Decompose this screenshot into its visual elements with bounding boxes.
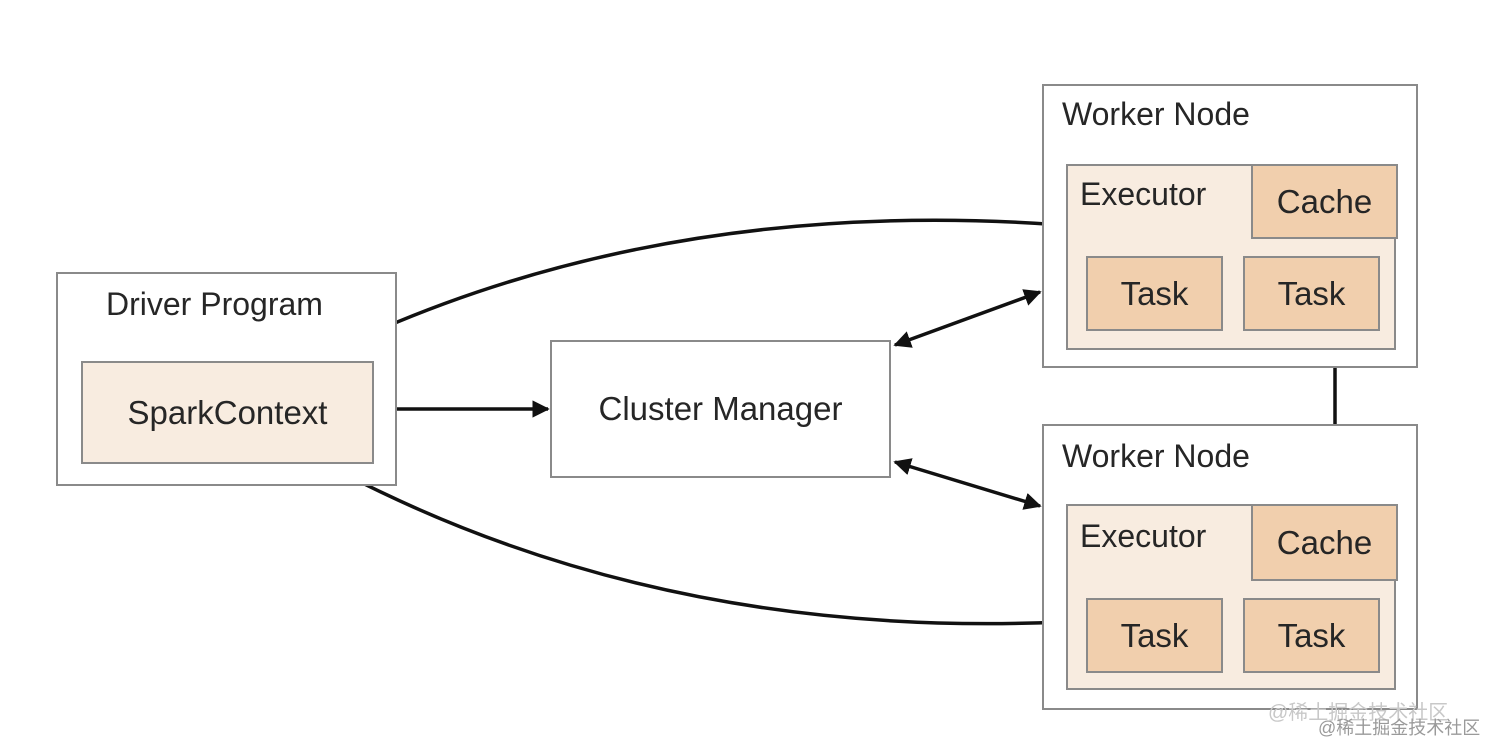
watermark-line-1: @稀土掘金技术社区 xyxy=(1268,702,1449,724)
executor-2-label: Executor xyxy=(1080,518,1207,554)
worker-node-2: Worker Node Executor Cache Task Task xyxy=(1042,424,1418,710)
task-1b-box: Task xyxy=(1243,256,1380,331)
arrow-cluster-manager-to-worker1 xyxy=(893,289,1042,348)
spark-context-box: SparkContext xyxy=(81,361,374,464)
cluster-manager-box: Cluster Manager xyxy=(550,340,891,478)
driver-program-title: Driver Program xyxy=(106,286,323,322)
watermark-line-2: @稀土掘金技术社区 xyxy=(1318,718,1481,738)
arrow-context-to-worker1 xyxy=(320,215,1064,358)
executor-2-box: Executor Cache Task Task xyxy=(1066,504,1398,690)
executor-1-label: Executor xyxy=(1080,176,1207,212)
task-2b-box: Task xyxy=(1243,598,1380,673)
cache-1-box: Cache xyxy=(1251,164,1398,239)
worker-node-1: Worker Node Executor Cache Task Task xyxy=(1042,84,1418,368)
cache-2-box: Cache xyxy=(1251,504,1398,581)
arrow-cluster-manager-to-worker2 xyxy=(893,458,1042,510)
driver-program-box: Driver Program SparkContext xyxy=(56,272,397,486)
worker-node-1-title: Worker Node xyxy=(1062,96,1250,132)
task-1a-box: Task xyxy=(1086,256,1223,331)
task-2a-box: Task xyxy=(1086,598,1223,673)
worker-node-2-title: Worker Node xyxy=(1062,438,1250,474)
executor-1-box: Executor Cache Task Task xyxy=(1066,164,1398,350)
arrow-context-to-worker2 xyxy=(320,460,1064,632)
